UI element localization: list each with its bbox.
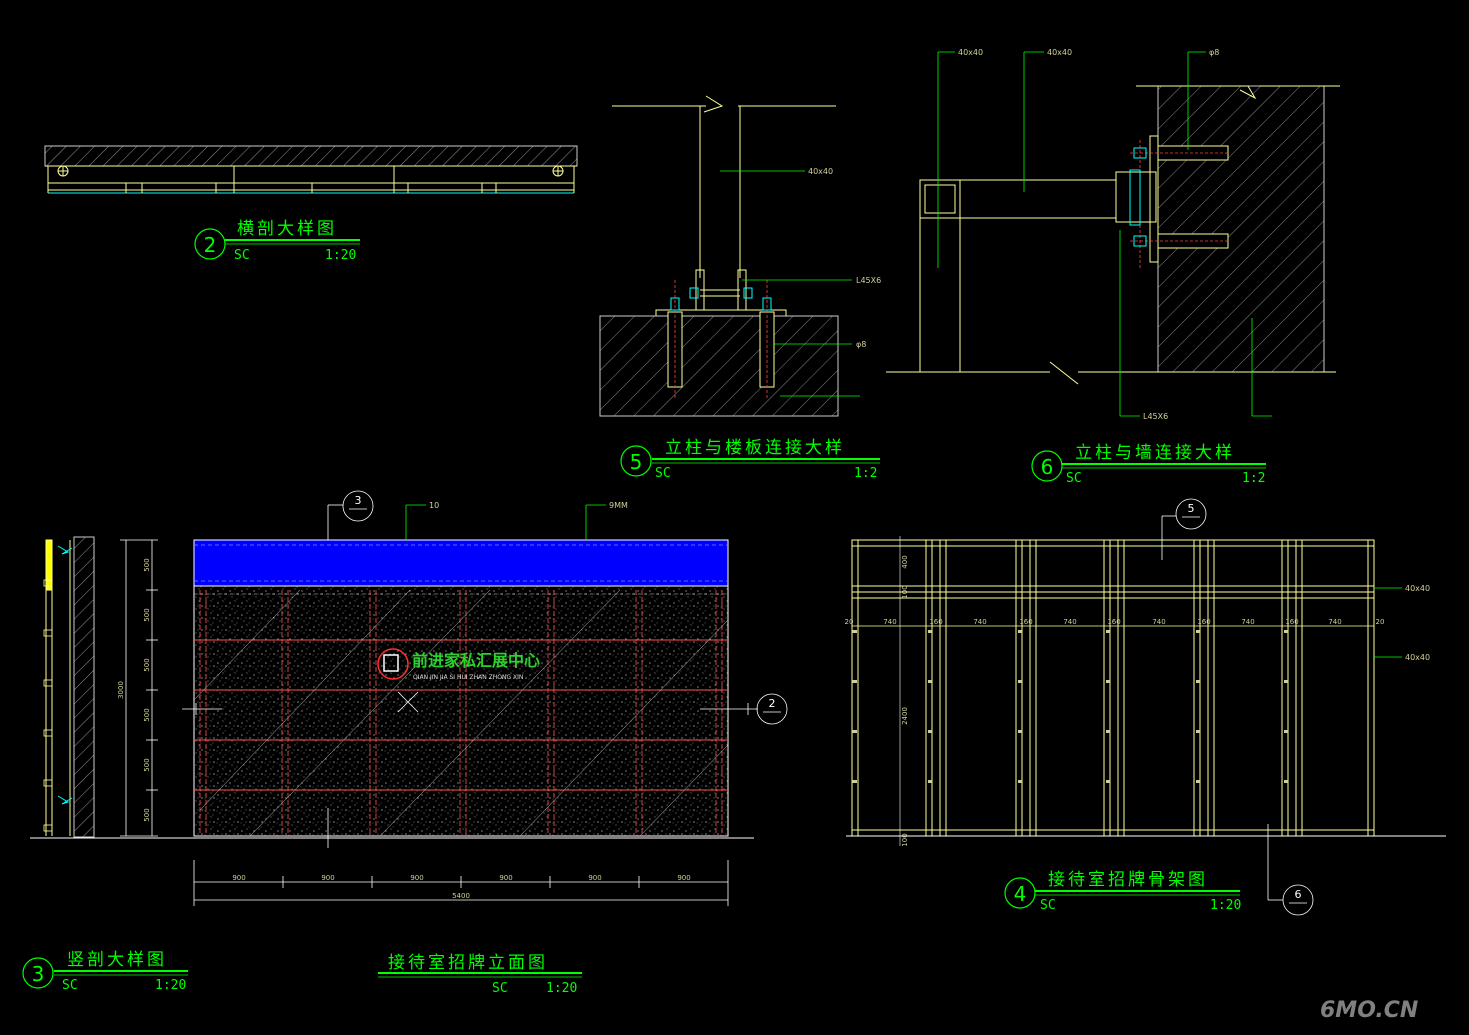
frame-top-dim: 740 bbox=[1328, 618, 1341, 626]
detail-3-label: 竖剖大样图 bbox=[67, 950, 167, 970]
frame-top-dim: 160 bbox=[1285, 618, 1298, 626]
elevation-bottom-dim: 900 bbox=[588, 874, 601, 882]
detail-5-angle-note: L45X6 bbox=[856, 276, 881, 285]
frame-vertical-dim: 400 bbox=[901, 555, 909, 568]
frame-tube1-note: 40x40 bbox=[1405, 584, 1430, 593]
frame-vertical-dim: 100 bbox=[901, 833, 909, 846]
detail-5-number: 5 bbox=[630, 450, 643, 474]
detail-2-scale: 1:20 bbox=[325, 248, 356, 263]
frame-top-dim: 740 bbox=[1152, 618, 1165, 626]
frame-top-dim: 160 bbox=[1107, 618, 1120, 626]
frame-top-dim: 740 bbox=[883, 618, 896, 626]
detail-3-row-dim: 500 bbox=[143, 708, 151, 721]
detail-3-scale: 1:20 bbox=[155, 978, 186, 993]
callout-5-number: 5 bbox=[1188, 502, 1195, 515]
sign-name-text: 前进家私汇展中心 bbox=[412, 651, 540, 670]
detail-3-code: SC bbox=[62, 978, 78, 993]
frame-top-dim: 740 bbox=[973, 618, 986, 626]
sign-elevation: 前进家私汇展中心 QIAN JIN JIA SI HUI ZHAN ZHONG … bbox=[30, 490, 788, 906]
callout-2-number: 2 bbox=[769, 697, 776, 710]
frame-top-dim: 740 bbox=[1063, 618, 1076, 626]
frame-top-dim: 160 bbox=[1019, 618, 1032, 626]
detail-5-column-slab: 40x40 L45X6 φ8 bbox=[599, 95, 881, 417]
detail-5-tube-note: 40x40 bbox=[808, 167, 833, 176]
callout-3-number: 3 bbox=[355, 494, 362, 507]
elevation-label: 接待室招牌立面图 bbox=[388, 953, 548, 973]
elevation-top-note-2: 9MM bbox=[609, 501, 628, 510]
elevation-bottom-dim: 900 bbox=[677, 874, 690, 882]
detail-5-bolt-note: φ8 bbox=[856, 340, 866, 349]
frame-vertical-dim: 2400 bbox=[901, 707, 909, 725]
detail-6-scale: 1:2 bbox=[1242, 471, 1265, 486]
watermark-text: 6MO.CN bbox=[1320, 998, 1418, 1023]
detail-6-title: 6 立柱与墙连接大样 SC 1:2 bbox=[1031, 443, 1266, 486]
detail-3-row-dim: 500 bbox=[143, 658, 151, 671]
elevation-bottom-dim: 900 bbox=[232, 874, 245, 882]
sign-pinyin-text: QIAN JIN JIA SI HUI ZHAN ZHONG XIN bbox=[413, 674, 523, 681]
callout-6-number: 6 bbox=[1295, 888, 1302, 901]
detail-6-column-wall: 40x40 40x40 φ8 L45X6 bbox=[886, 48, 1340, 421]
frame-tube2-note: 40x40 bbox=[1405, 653, 1430, 662]
detail-4-code: SC bbox=[1040, 898, 1056, 913]
detail-3-row-dim: 500 bbox=[143, 558, 151, 571]
detail-2-horizontal-section bbox=[44, 145, 578, 194]
detail-6-code: SC bbox=[1066, 471, 1082, 486]
frame-top-dim: 20 bbox=[845, 618, 854, 626]
detail-3-row-dim: 500 bbox=[143, 758, 151, 771]
detail-3-number: 3 bbox=[32, 962, 45, 986]
detail-2-label: 横剖大样图 bbox=[237, 219, 337, 239]
elevation-bottom-dim: 900 bbox=[410, 874, 423, 882]
detail-2-code: SC bbox=[234, 248, 250, 263]
detail-3-row-dim: 500 bbox=[143, 808, 151, 821]
detail-4-title: 4 接待室招牌骨架图 SC 1:20 bbox=[1004, 870, 1241, 913]
detail-4-frame: 20 740 160 740 160 740 160 740 160 740 1… bbox=[845, 498, 1446, 916]
detail-6-angle-note: L45X6 bbox=[1143, 412, 1168, 421]
frame-top-dim: 160 bbox=[1197, 618, 1210, 626]
frame-top-dim: 740 bbox=[1241, 618, 1254, 626]
detail-6-bolt-note: φ8 bbox=[1209, 48, 1219, 57]
detail-4-label: 接待室招牌骨架图 bbox=[1048, 870, 1208, 890]
detail-4-number: 4 bbox=[1014, 882, 1027, 906]
detail-5-scale: 1:2 bbox=[854, 466, 877, 481]
elevation-total-dim: 5400 bbox=[452, 892, 470, 900]
elevation-bottom-dim: 900 bbox=[499, 874, 512, 882]
frame-vertical-dim: 100 bbox=[901, 585, 909, 598]
elevation-bottom-dim: 900 bbox=[321, 874, 334, 882]
elevation-title: 接待室招牌立面图 SC 1:20 bbox=[378, 953, 582, 996]
detail-6-number: 6 bbox=[1041, 455, 1054, 479]
detail-5-title: 5 立柱与楼板连接大样 SC 1:2 bbox=[620, 438, 880, 481]
detail-3-title: 3 竖剖大样图 SC 1:20 bbox=[22, 950, 188, 993]
elevation-code: SC bbox=[492, 981, 508, 996]
detail-6-label: 立柱与墙连接大样 bbox=[1075, 443, 1235, 463]
detail-3-total-dim: 3000 bbox=[117, 681, 125, 699]
detail-4-scale: 1:20 bbox=[1210, 898, 1241, 913]
elevation-top-note-1: 10 bbox=[429, 501, 439, 510]
detail-3-vertical-section: 3000 500 500 500 500 500 500 bbox=[43, 536, 158, 838]
detail-3-row-dim: 500 bbox=[143, 608, 151, 621]
frame-top-dim: 160 bbox=[929, 618, 942, 626]
elevation-scale: 1:20 bbox=[546, 981, 577, 996]
detail-5-label: 立柱与楼板连接大样 bbox=[665, 438, 845, 458]
detail-6-tube2-note: 40x40 bbox=[1047, 48, 1072, 57]
frame-top-dim: 20 bbox=[1376, 618, 1385, 626]
detail-6-tube1-note: 40x40 bbox=[958, 48, 983, 57]
detail-5-code: SC bbox=[655, 466, 671, 481]
detail-2-number: 2 bbox=[204, 233, 217, 257]
detail-2-title: 2 横剖大样图 SC 1:20 bbox=[194, 219, 360, 263]
